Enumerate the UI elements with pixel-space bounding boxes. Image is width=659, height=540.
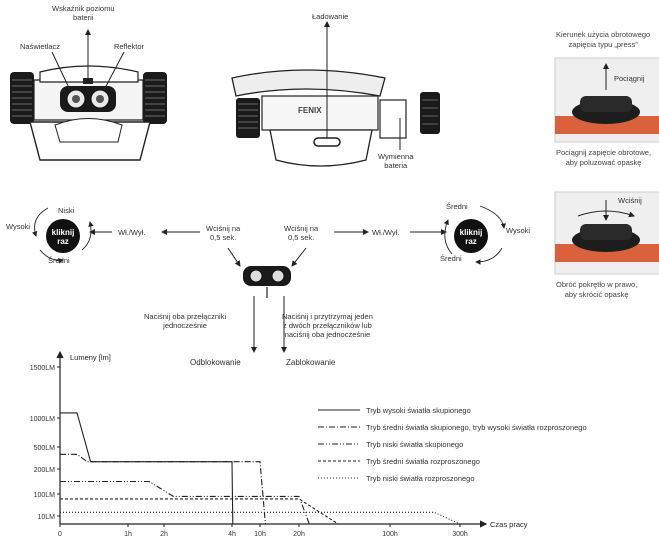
- y-axis-label: Lumeny [lm]: [70, 353, 111, 362]
- diffuser-label: Naświetlacz: [20, 42, 61, 51]
- x-axis-label: Czas pracy: [490, 520, 528, 529]
- x-tick-label: 100h: [382, 531, 398, 538]
- chart-axes: Lumeny [lm] Czas pracy 1500LM 1000LM 500LM 20…: [30, 350, 528, 538]
- legend-label-2: Tryb średni światła skupionego, tryb wys…: [366, 423, 587, 432]
- pull-caption: Pociągnij zapięcie obrotowe, aby poluzow…: [556, 148, 652, 167]
- y-tick-label: 200LM: [34, 467, 56, 474]
- left-cycle-mid: Średni: [48, 256, 70, 265]
- x-tick-label: 4h: [228, 531, 236, 538]
- left-cycle-high: Wysoki: [6, 222, 31, 231]
- x-tick-label: 300h: [452, 531, 468, 538]
- chart-series: [60, 412, 461, 525]
- reflector-label: Reflektor: [114, 42, 145, 51]
- lock-instruction: Naciśnij i przytrzymaj jeden z dwóch prz…: [282, 312, 373, 339]
- legend-label-4: Tryb średni światła rozproszonego: [366, 457, 480, 466]
- y-tick-label: 1000LM: [30, 416, 55, 423]
- series-line-2: [60, 453, 266, 525]
- left-cycle-low: Niski: [58, 206, 75, 215]
- left-onoff-label: Wł./Wył.: [118, 228, 146, 237]
- legend-label-3: Tryb niski światła skupionego: [366, 440, 463, 449]
- strap-photo-pull: [554, 57, 659, 143]
- lock-label: Zablokowanie: [286, 358, 336, 367]
- headlamp-front-view: [10, 29, 167, 161]
- replaceable-battery-label: Wymienna bateria: [378, 152, 414, 170]
- charging-label: Ładowanie: [312, 12, 349, 21]
- unlock-label: Odblokowanie: [190, 358, 241, 367]
- right-cycle-mid-bottom: Średni: [440, 254, 462, 263]
- series-line-4: [60, 498, 339, 525]
- series-line-3: [60, 480, 310, 525]
- right-cycle-high: Wysoki: [506, 226, 531, 235]
- left-click-label: kliknij raz: [51, 228, 75, 246]
- y-tick-label: 10LM: [37, 514, 55, 521]
- series-line-1: [60, 412, 234, 525]
- headlamp-back-view: [231, 21, 440, 167]
- x-tick-label: 20h: [293, 531, 305, 538]
- series-line-5: [60, 511, 461, 525]
- y-tick-label: 500LM: [34, 445, 56, 452]
- unlock-instruction: Naciśnij oba przełączniki jednocześnie: [144, 312, 227, 330]
- strap-photo-press: [554, 191, 659, 275]
- x-tick-label: 1h: [124, 531, 132, 538]
- right-onoff-label: Wł./Wył.: [372, 228, 400, 237]
- press-label: Wciśnij: [618, 196, 642, 205]
- battery-indicator-label: Wskaźnik poziomu baterii: [52, 4, 115, 22]
- legend-label-1: Tryb wysoki światła skupionego: [366, 406, 471, 415]
- legend-label-5: Tryb niski światła rozproszonego: [366, 474, 475, 483]
- right-cycle-mid-top: Średni: [446, 202, 468, 211]
- press-caption: Obróć pokrętło w prawo, aby skrócić opas…: [556, 280, 638, 299]
- operation-diagram: [32, 205, 507, 353]
- hold-left-label: Wciśnij na 0,5 sek.: [206, 224, 241, 242]
- x-tick-label: 0: [58, 531, 62, 538]
- strap-direction-title: Kierunek użycia obrotowego zapięcia typu…: [556, 30, 651, 49]
- hold-right-label: Wciśnij na 0,5 sek.: [284, 224, 319, 242]
- y-tick-label: 1500LM: [30, 365, 55, 372]
- x-tick-label: 10h: [254, 531, 266, 538]
- y-tick-label: 100LM: [34, 492, 56, 499]
- x-tick-label: 2h: [160, 531, 168, 538]
- brand-logo-label: FENIX: [298, 106, 322, 115]
- right-click-label: kliknij raz: [459, 228, 483, 246]
- pull-label: Pociągnij: [614, 74, 645, 83]
